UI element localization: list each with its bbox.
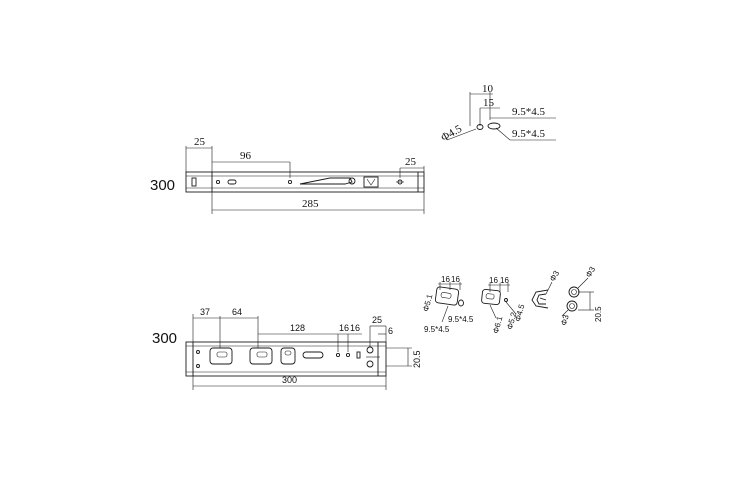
d4-height: 20.5 (594, 306, 603, 322)
bottom-slide-view: 300 37 64 128 16 16 (152, 307, 422, 390)
top-length-label: 300 (150, 177, 175, 194)
d1-slot2: 9.5*4.5 (424, 325, 450, 334)
bottom-dim-25: 25 (372, 315, 382, 325)
bottom-slot-1 (209, 347, 233, 365)
bottom-slot-3 (280, 347, 296, 365)
bottom-slot-2 (249, 347, 273, 365)
d2-hole-a: Φ6.1 (491, 315, 504, 335)
d1-slot: 9.5*4.5 (448, 315, 474, 324)
detail-dim-15: 15 (483, 97, 495, 109)
bottom-slot-4 (302, 351, 324, 359)
detail-hole (476, 124, 484, 130)
top-dim-left: 25 (194, 136, 206, 148)
bottom-detail-2: 16 16 Φ6.1 Φ5.2 Φ4.5 (481, 276, 527, 335)
d1-hole: Φ5.1 (421, 293, 434, 313)
top-hole-1 (215, 179, 221, 185)
d2-hole-c: Φ4.5 (513, 303, 526, 323)
bottom-detail-4: Φ3 Φ3 20.5 (559, 265, 603, 327)
bottom-length-label: 300 (152, 330, 177, 347)
bottom-dim-height: 20.5 (412, 350, 422, 368)
d1-top-a: 16 (441, 275, 450, 284)
top-dim-mid: 96 (240, 150, 252, 162)
top-slide-view: 300 25 96 25 285 (150, 136, 425, 214)
detail-dim-10: 10 (482, 83, 494, 95)
top-dim-right: 25 (405, 156, 417, 168)
detail-slot-a: 9.5*4.5 (512, 106, 546, 118)
bottom-dim-37: 37 (200, 307, 210, 317)
detail-slot-b: 9.5*4.5 (512, 128, 546, 140)
d2-top-b: 16 (500, 276, 509, 285)
top-end-detail: 10 15 9.5*4.5 9.5*4.5 Φ4.5 (439, 83, 556, 144)
d2-top-a: 16 (489, 276, 498, 285)
d4-hole-a: Φ3 (584, 265, 597, 279)
bottom-dim-64: 64 (232, 307, 242, 317)
top-slot-1 (227, 179, 237, 185)
top-latch-lever (299, 177, 353, 185)
d4-hole-b: Φ3 (559, 313, 571, 326)
bottom-detail-1: 16 16 Φ5.1 9.5*4.5 9.5*4.5 (421, 275, 474, 334)
top-rail-outer (185, 171, 425, 193)
top-latch-pivot (348, 177, 356, 185)
bottom-rail-outer (185, 341, 387, 377)
bottom-dim-16b: 16 (350, 323, 360, 333)
d1-top-b: 16 (451, 275, 460, 284)
top-dim-total: 285 (302, 198, 319, 210)
top-catch-block (363, 176, 379, 188)
top-rail-end-tab (191, 177, 197, 187)
bottom-detail-3: Φ3 (531, 269, 561, 309)
detail-hole-dia: Φ4.5 (439, 123, 464, 145)
top-hole-2 (287, 179, 293, 185)
bottom-dim-128: 128 (290, 323, 305, 333)
bottom-dim-total: 300 (282, 375, 297, 385)
d3-hole: Φ3 (548, 269, 561, 283)
bottom-dim-16a: 16 (339, 323, 349, 333)
detail-slot (487, 122, 501, 130)
bottom-dim-6: 6 (388, 326, 393, 336)
